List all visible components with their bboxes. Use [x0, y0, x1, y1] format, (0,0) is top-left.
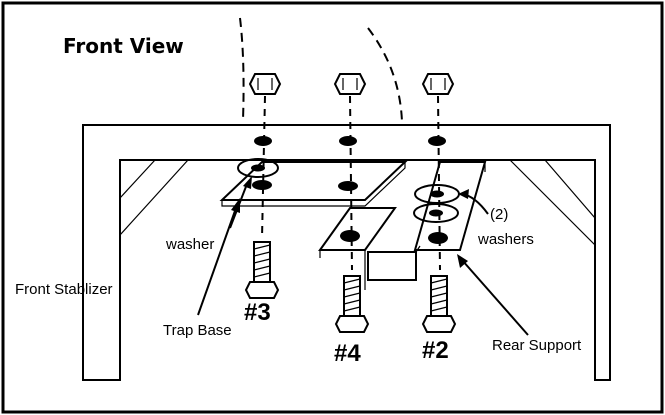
- guide-line-left: [239, 17, 245, 121]
- nut-right: [421, 73, 455, 95]
- bolt-number-left: #3: [244, 299, 271, 326]
- label-washers: washers: [477, 231, 534, 248]
- bolt-hole-left: [254, 136, 272, 146]
- rear-support: [367, 161, 487, 281]
- bolt-hole-right: [428, 136, 446, 146]
- support-hole-right: [428, 232, 448, 244]
- diagram-title: Front View: [63, 34, 184, 58]
- label-washers-count: (2): [490, 206, 508, 223]
- support-block: [367, 251, 417, 281]
- label-front-stabilizer: Front Stablizer: [15, 281, 113, 298]
- bolt-right: [421, 275, 457, 333]
- guide-line-right: [367, 27, 403, 123]
- arrow-trap-base: [197, 198, 240, 316]
- washer-left: [237, 158, 279, 178]
- nut-left: [248, 73, 282, 95]
- arrow-rear-support: [457, 254, 529, 336]
- washer-right-bottom: [413, 203, 459, 223]
- nut-center: [333, 73, 367, 95]
- channel-hole-center: [340, 230, 360, 242]
- arrow-washer: [229, 176, 252, 229]
- center-channel: [318, 207, 397, 290]
- trap-base-plate: [219, 161, 408, 207]
- bolt-center: [334, 275, 370, 333]
- label-rear-support: Rear Support: [492, 337, 582, 354]
- plate-hole-left: [252, 180, 272, 190]
- bolt-number-right: #2: [422, 337, 449, 364]
- plate-hole-center: [338, 181, 358, 191]
- bolt-number-center: #4: [334, 340, 361, 367]
- label-washer: washer: [165, 236, 214, 253]
- front-stabilizer-frame: [82, 124, 611, 381]
- bolt-hole-center: [339, 136, 357, 146]
- label-trap-base: Trap Base: [163, 322, 232, 339]
- bolt-left: [244, 241, 280, 299]
- arrow-washers: [458, 189, 489, 215]
- washer-right-top: [414, 184, 460, 204]
